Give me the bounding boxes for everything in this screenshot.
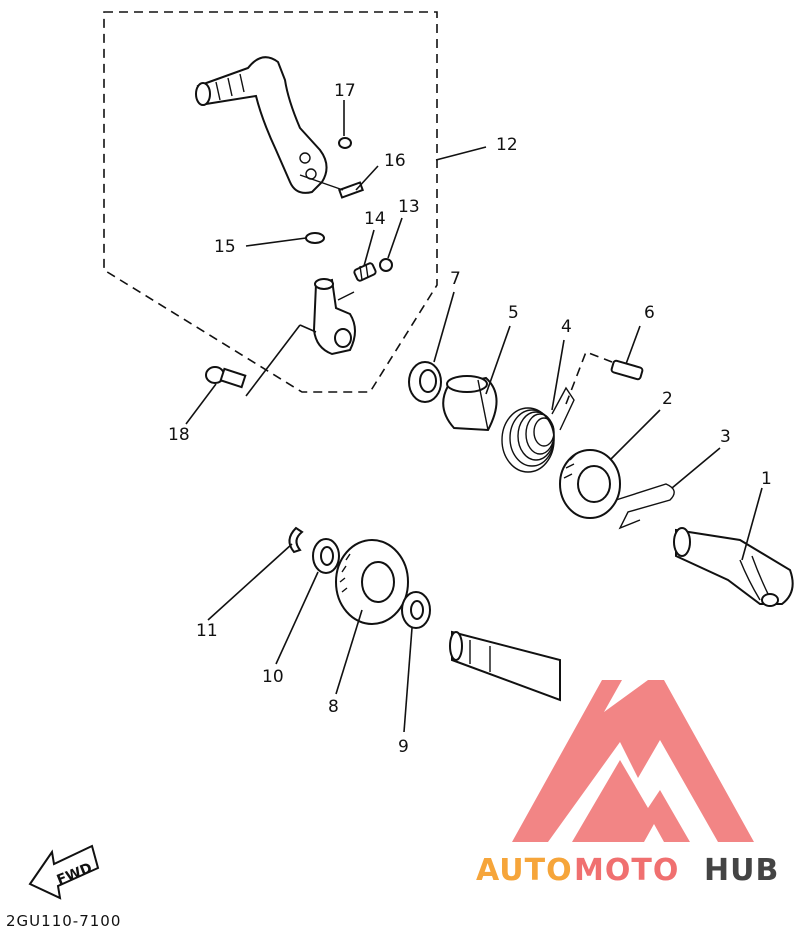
fwd-arrow-icon: FWD	[28, 844, 100, 900]
callout-18: 18	[168, 425, 190, 445]
callout-7: 7	[450, 269, 461, 289]
callout-5: 5	[508, 303, 519, 323]
callout-10: 10	[262, 667, 284, 687]
splined-shaft	[449, 630, 561, 702]
callout-2: 2	[662, 389, 673, 409]
part-code: 2GU110-7100	[6, 912, 121, 930]
part-13-ball	[379, 258, 393, 272]
part-18-bolt	[205, 366, 247, 389]
part-2-ratchet	[559, 449, 621, 519]
callout-16: 16	[384, 151, 406, 171]
part-8-gear	[335, 539, 409, 625]
kick-lever-arm	[195, 56, 328, 194]
logo-triangle-outer	[512, 680, 754, 842]
leader-boss-top	[299, 324, 317, 333]
part-6-pin	[565, 350, 644, 405]
part-9-washer	[401, 591, 431, 629]
callout-6: 6	[644, 303, 655, 323]
brand-auto: AUTO	[476, 853, 573, 888]
part-7-ring	[408, 361, 442, 403]
part-11-circlip	[288, 526, 304, 554]
callout-13: 13	[398, 197, 420, 217]
brand-hub: HUB	[704, 853, 779, 888]
callout-8: 8	[328, 697, 339, 717]
kick-boss	[312, 278, 356, 356]
callout-11: 11	[196, 621, 218, 641]
leader-boss-to-bolt	[245, 324, 301, 397]
logo-triangle-inner	[572, 760, 690, 842]
callout-4: 4	[561, 317, 572, 337]
part-10-washer	[312, 538, 340, 574]
part-1-kick-shaft	[673, 527, 794, 607]
part-15-clip	[305, 232, 325, 244]
callout-14: 14	[364, 209, 386, 229]
callout-9: 9	[398, 737, 409, 757]
brand-moto: MOTO	[574, 853, 679, 888]
part-4-spring	[501, 386, 575, 473]
callout-leaders	[185, 100, 763, 733]
callout-17: 17	[334, 81, 356, 101]
assembly-outline-12	[103, 11, 438, 393]
callout-3: 3	[720, 427, 731, 447]
part-16-bolt	[299, 174, 364, 199]
part-5-sleeve	[442, 375, 498, 432]
part-17-ball	[338, 137, 352, 149]
automotohub-logo	[512, 680, 754, 842]
part-3-clip	[615, 483, 675, 530]
callout-15: 15	[214, 237, 236, 257]
callout-1: 1	[761, 469, 772, 489]
callout-12: 12	[496, 135, 518, 155]
part-14-spring	[353, 262, 377, 282]
